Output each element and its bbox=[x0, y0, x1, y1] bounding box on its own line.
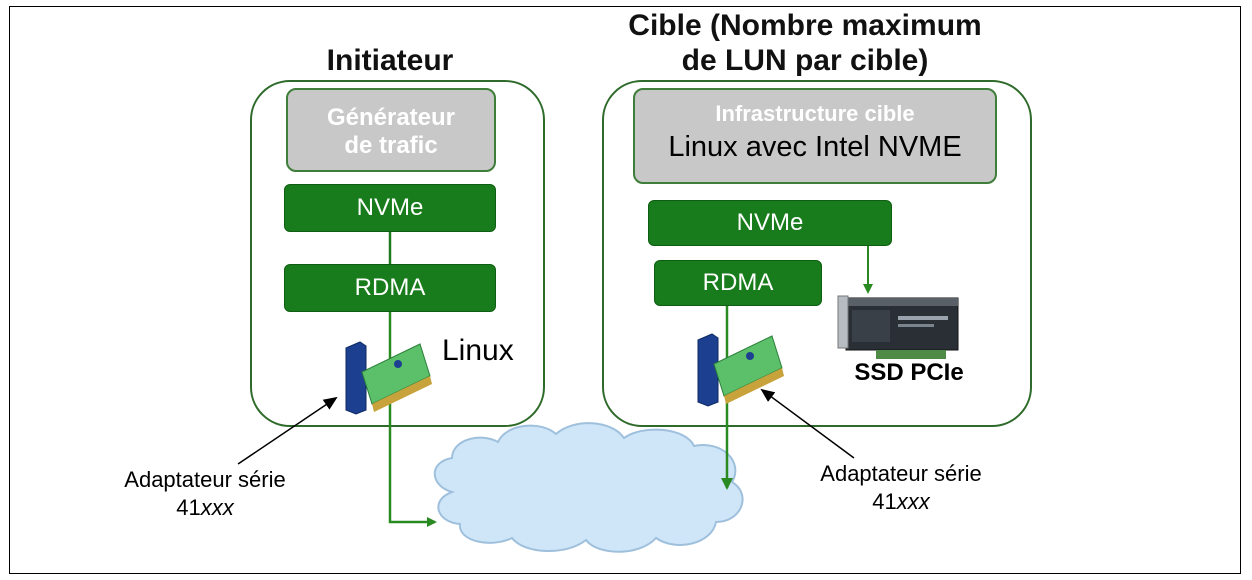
initiator-rdma-box: RDMA bbox=[284, 264, 496, 312]
initiator-network-link bbox=[388, 312, 437, 527]
initiator-adapter-model-prefix: 41 bbox=[176, 495, 201, 520]
target-rdma-box: RDMA bbox=[654, 260, 822, 306]
target-adapter-line2: 41xxx bbox=[794, 488, 1008, 516]
initiator-nvme-box: NVMe bbox=[284, 184, 496, 232]
target-title-line1: Cible (Nombre maximum bbox=[628, 9, 982, 42]
ssd-card-icon bbox=[837, 295, 959, 359]
target-adapter-pointer bbox=[760, 388, 855, 459]
initiator-os-label: Linux bbox=[442, 334, 514, 367]
ssd-pcie-label: SSD PCIe bbox=[854, 359, 964, 386]
target-infrastructure-line1: Infrastructure cible bbox=[715, 101, 915, 126]
initiator-adapter-model-suffix: xxx bbox=[200, 495, 234, 520]
traffic-generator-line2: de trafic bbox=[344, 132, 438, 159]
target-adapter-label: Adaptateur série 41xxx bbox=[794, 460, 1008, 516]
target-nvme-box: NVMe bbox=[648, 200, 892, 246]
target-infrastructure-box: Infrastructure cible Linux avec Intel NV… bbox=[633, 88, 997, 184]
target-adapter-line1: Adaptateur série bbox=[820, 461, 982, 486]
target-adapter-model-suffix: xxx bbox=[896, 489, 930, 514]
diagram-frame bbox=[9, 6, 1241, 574]
target-adapter-model-prefix: 41 bbox=[872, 489, 897, 514]
traffic-generator-box: Générateur de trafic bbox=[286, 88, 496, 172]
initiator-adapter-line1: Adaptateur série bbox=[124, 467, 286, 492]
target-title-line2: de LUN par cible) bbox=[681, 44, 929, 77]
initiator-title: Initiateur bbox=[326, 44, 454, 77]
initiator-adapter-label: Adaptateur série 41xxx bbox=[98, 466, 312, 522]
target-infrastructure-line2: Linux avec Intel NVME bbox=[668, 131, 962, 163]
initiator-adapter-pointer bbox=[237, 396, 338, 465]
initiator-adapter-line2: 41xxx bbox=[98, 494, 312, 522]
network-card-icon bbox=[697, 333, 784, 407]
network-card-icon bbox=[345, 341, 432, 415]
cloud-icon bbox=[433, 422, 744, 553]
target-network-arrowhead bbox=[721, 478, 733, 490]
traffic-generator-line1: Générateur bbox=[326, 104, 456, 131]
